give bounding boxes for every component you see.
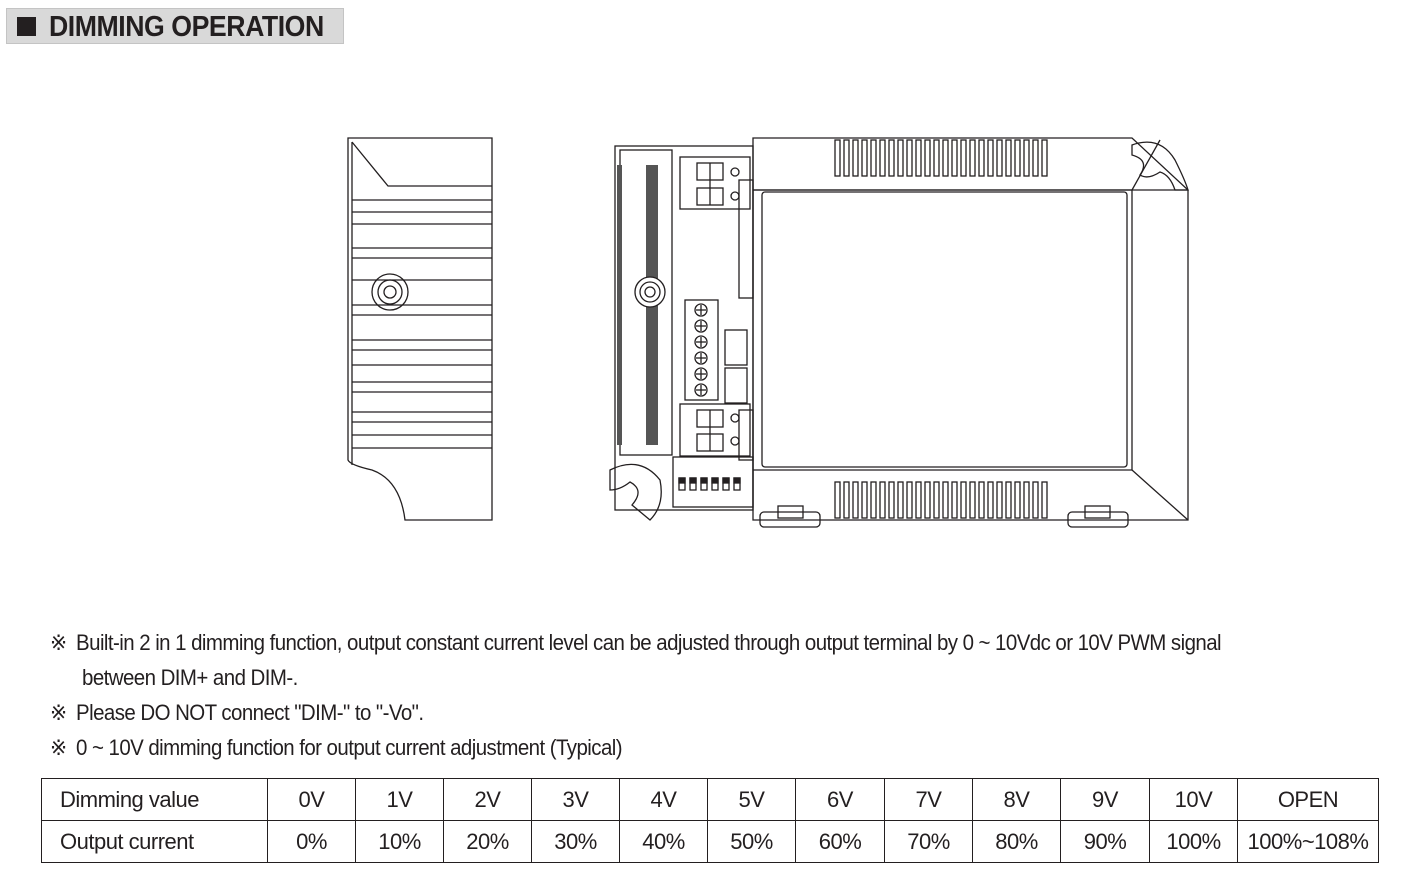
section-header: DIMMING OPERATION bbox=[6, 8, 344, 44]
dip-switch-knob bbox=[689, 477, 697, 484]
output-current-cell: 30% bbox=[531, 820, 620, 863]
dimming-value-cell: 4V bbox=[619, 778, 708, 821]
vent-slot bbox=[942, 139, 949, 177]
dimming-value-cell: 1V bbox=[355, 778, 444, 821]
vent-slot bbox=[906, 139, 913, 177]
vent-slot bbox=[861, 481, 868, 519]
vent-slot bbox=[906, 481, 913, 519]
side-view bbox=[347, 137, 493, 521]
output-current-cell: 20% bbox=[443, 820, 532, 863]
output-current-cell: 70% bbox=[884, 820, 973, 863]
vent-slot bbox=[1005, 481, 1012, 519]
vent-slot bbox=[1005, 139, 1012, 177]
dip-switch-knob bbox=[700, 477, 708, 484]
dip-switch-knob bbox=[733, 477, 741, 484]
vent-slot bbox=[897, 139, 904, 177]
vent-slot bbox=[960, 139, 967, 177]
dimming-value-cell: 6V bbox=[795, 778, 885, 821]
vent-slot bbox=[834, 139, 841, 177]
vent-slot bbox=[1041, 139, 1048, 177]
dip-switch-knob bbox=[722, 477, 730, 484]
dimming-value-cell: 0V bbox=[267, 778, 356, 821]
vent-slot bbox=[969, 481, 976, 519]
vent-slot bbox=[870, 481, 877, 519]
row-label: Dimming value bbox=[41, 778, 268, 821]
note-do-not-connect: ※Please DO NOT connect "DIM-" to "-Vo". bbox=[50, 700, 424, 725]
note-table-caption: ※0 ~ 10V dimming function for output cur… bbox=[50, 735, 623, 760]
vent-slot bbox=[861, 139, 868, 177]
vent-slot bbox=[843, 139, 850, 177]
vent-slot bbox=[888, 481, 895, 519]
terminal-screw-icon bbox=[694, 319, 708, 333]
output-current-cell: 10% bbox=[355, 820, 444, 863]
vent-slot bbox=[1014, 139, 1021, 177]
vent-slot bbox=[870, 139, 877, 177]
vent-slot bbox=[1014, 481, 1021, 519]
vent-slot bbox=[978, 481, 985, 519]
vent-slot bbox=[915, 481, 922, 519]
terminal-screw-icon bbox=[694, 383, 708, 397]
dip-switch-knob bbox=[678, 477, 686, 484]
vent-slot bbox=[996, 481, 1003, 519]
vent-slot bbox=[834, 481, 841, 519]
terminal-screw-icon bbox=[694, 335, 708, 349]
vent-slot bbox=[951, 139, 958, 177]
vent-slot bbox=[852, 139, 859, 177]
dip-switch-knob bbox=[711, 477, 719, 484]
vent-slot bbox=[951, 481, 958, 519]
vent-slot bbox=[924, 139, 931, 177]
vent-slot bbox=[1023, 481, 1030, 519]
vent-slot bbox=[1032, 139, 1039, 177]
vent-slot bbox=[879, 481, 886, 519]
vent-slot bbox=[924, 481, 931, 519]
section-title: DIMMING OPERATION bbox=[49, 11, 324, 43]
front-view bbox=[609, 137, 1189, 528]
output-current-cell: 100%~108% bbox=[1237, 820, 1379, 863]
output-current-cell: 80% bbox=[972, 820, 1061, 863]
dimming-value-cell: 2V bbox=[443, 778, 532, 821]
vent-slot bbox=[969, 139, 976, 177]
output-current-cell: 0% bbox=[267, 820, 356, 863]
product-drawing bbox=[347, 137, 1189, 528]
output-current-cell: 100% bbox=[1149, 820, 1238, 863]
vent-slot bbox=[915, 139, 922, 177]
vent-slot bbox=[852, 481, 859, 519]
vent-slot bbox=[888, 139, 895, 177]
vent-slot bbox=[897, 481, 904, 519]
vent-slot bbox=[942, 481, 949, 519]
vent-slot bbox=[978, 139, 985, 177]
note-dimming-function-cont: between DIM+ and DIM-. bbox=[82, 665, 298, 690]
vent-slot bbox=[933, 481, 940, 519]
terminal-screw-icon bbox=[694, 367, 708, 381]
dimming-value-cell: OPEN bbox=[1237, 778, 1379, 821]
vent-slot bbox=[996, 139, 1003, 177]
output-current-cell: 90% bbox=[1060, 820, 1150, 863]
output-current-cell: 40% bbox=[619, 820, 708, 863]
row-label: Output current bbox=[41, 820, 268, 863]
dimming-value-cell: 8V bbox=[972, 778, 1061, 821]
vent-slot bbox=[987, 481, 994, 519]
output-current-cell: 60% bbox=[795, 820, 885, 863]
square-bullet-icon bbox=[17, 17, 36, 36]
dimming-value-cell: 10V bbox=[1149, 778, 1238, 821]
vent-slot bbox=[843, 481, 850, 519]
terminal-screw-icon bbox=[694, 351, 708, 365]
dimming-value-cell: 3V bbox=[531, 778, 620, 821]
dimming-value-cell: 5V bbox=[707, 778, 796, 821]
output-current-cell: 50% bbox=[707, 820, 796, 863]
vent-slot bbox=[960, 481, 967, 519]
vent-slot bbox=[987, 139, 994, 177]
vent-slot bbox=[879, 139, 886, 177]
terminal-screw-icon bbox=[694, 303, 708, 317]
vent-slot bbox=[933, 139, 940, 177]
dimming-value-cell: 7V bbox=[884, 778, 973, 821]
vent-slot bbox=[1032, 481, 1039, 519]
note-dimming-function: ※Built-in 2 in 1 dimming function, outpu… bbox=[50, 630, 1222, 655]
dimming-value-cell: 9V bbox=[1060, 778, 1150, 821]
vent-slot bbox=[1041, 481, 1048, 519]
vent-slot bbox=[1023, 139, 1030, 177]
